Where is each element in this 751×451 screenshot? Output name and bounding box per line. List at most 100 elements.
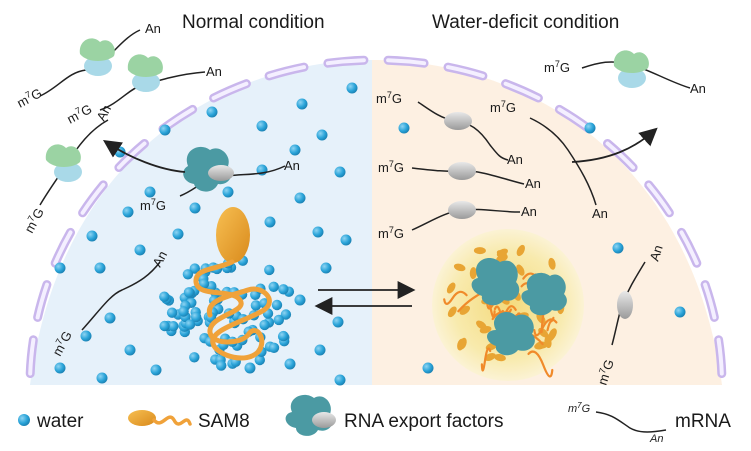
- legend-mrna: m7G An mRNA: [568, 401, 731, 445]
- mrna-retained-3: m7G An: [378, 201, 537, 241]
- sam8-molecule: [494, 353, 506, 362]
- mrna-retained-2: m7G An: [378, 159, 541, 191]
- water-droplet-icon: [190, 311, 202, 323]
- polyA-label: An: [690, 81, 706, 96]
- export-arrow-left: [103, 140, 186, 173]
- sam8-molecule: [457, 338, 465, 351]
- sam8-tail-strand: [480, 347, 492, 372]
- water-droplet-icon: [316, 129, 328, 141]
- normal-region: [30, 60, 372, 385]
- sam8-molecule: [447, 306, 457, 318]
- legend: water SAM8 RNA export factors m7G An mRN…: [18, 394, 731, 445]
- water-droplet-icon: [332, 316, 344, 328]
- water-droplet-icon: [159, 291, 170, 302]
- water-droplet-icon: [94, 262, 106, 274]
- sam8-molecule: [453, 263, 466, 272]
- export-factor-bean-icon: [617, 291, 633, 319]
- water-droplet-icon: [334, 166, 346, 178]
- legend-export-label: RNA export factors: [344, 411, 503, 432]
- sam8-molecule: [516, 244, 525, 257]
- mrna-retained-1: m7G An: [376, 90, 523, 167]
- rna-export-factor-icon: [183, 146, 234, 192]
- water-droplet-icon: [222, 186, 234, 198]
- water-droplet-icon: [314, 344, 326, 356]
- water-droplet-icon: [172, 228, 184, 240]
- water-droplet-icon: [168, 321, 179, 332]
- water-droplet-icon: [346, 82, 358, 94]
- cap-label: m7G: [376, 90, 402, 106]
- sam8-molecule: [496, 248, 508, 258]
- mrna-exporting-normal: m7G An: [140, 146, 300, 213]
- cap-label: m7G: [490, 99, 516, 115]
- water-droplet-icon: [340, 234, 352, 246]
- water-droplet-icon: [159, 320, 170, 332]
- rna-export-factor-icon: [285, 394, 336, 436]
- water-droplet-icon: [294, 192, 306, 204]
- water-deficit-condition-title: Water-deficit condition: [432, 12, 619, 33]
- cap-label: m7G: [21, 205, 47, 235]
- water-droplet-icon: [280, 309, 292, 320]
- sam8-molecule: [548, 257, 556, 270]
- legend-sam8: SAM8: [128, 410, 250, 432]
- water-droplet-icon: [104, 312, 116, 324]
- sam8-tail-strand: [443, 290, 468, 305]
- water-droplet-icon: [86, 230, 98, 242]
- rna-export-factor-icon: [487, 311, 535, 356]
- water-droplet-icon: [18, 414, 30, 426]
- water-droplet-icon: [278, 330, 289, 342]
- export-factor-bean-icon: [448, 162, 476, 180]
- mrna-cytoplasm-left-2: m7G An: [64, 54, 222, 127]
- sam8-molecule: [446, 282, 456, 294]
- legend-cap-label: m7G: [568, 401, 591, 415]
- polyA-label: An: [149, 248, 170, 269]
- water-droplet-icon: [612, 242, 624, 254]
- sam8-condensate: [432, 229, 584, 381]
- sam8-molecule: [484, 353, 496, 361]
- sam8-normal: [193, 207, 272, 361]
- water-droplet-icon: [96, 372, 108, 384]
- water-droplet-icon: [216, 360, 227, 371]
- sam8-molecule: [535, 341, 548, 349]
- sam8-molecule: [473, 247, 486, 255]
- polyA-label: An: [507, 152, 523, 167]
- water-droplet-icon: [189, 263, 200, 274]
- water-droplet-icon: [189, 202, 201, 214]
- water-droplet-icon: [183, 287, 195, 298]
- water-droplet-icon: [273, 314, 284, 326]
- water-droplet-icon: [284, 358, 296, 370]
- sam8-head: [216, 207, 250, 263]
- sam8-disordered-tail: [193, 259, 272, 361]
- legend-mrna-label: mRNA: [675, 411, 731, 432]
- water-droplet-icon: [271, 299, 283, 311]
- rna-export-factor-icon: [521, 272, 567, 316]
- rna-export-factor-icon: [471, 257, 520, 306]
- nuclear-envelope: [25, 55, 727, 379]
- water-droplet-icon: [80, 330, 92, 342]
- sam8-tail-strand: [533, 318, 558, 337]
- mrna-retained-5: m7G An: [595, 243, 666, 387]
- water-droplet-icon: [159, 124, 171, 136]
- legend-water: water: [18, 411, 84, 432]
- cap-label: m7G: [64, 100, 94, 126]
- water-droplet-icon: [54, 262, 66, 274]
- polyA-label: An: [647, 243, 666, 263]
- polyA-label: An: [525, 176, 541, 191]
- ribosome-icon: [127, 54, 163, 92]
- mrna-cytoplasm-left-1: m7G An: [14, 21, 161, 111]
- export-arrow-right: [571, 127, 658, 163]
- polyA-label: An: [93, 102, 114, 123]
- export-factor-bean-icon: [444, 112, 472, 130]
- water-droplet-icon: [144, 186, 156, 198]
- equilibrium-arrows: [314, 281, 416, 315]
- cap-label: m7G: [544, 59, 570, 75]
- sam8-molecule: [479, 325, 492, 334]
- water-droplet-icon: [189, 352, 200, 363]
- legend-sam8-label: SAM8: [198, 411, 250, 432]
- water-droplet-icon: [278, 284, 289, 295]
- water-droplet-icon: [124, 344, 136, 356]
- water-droplet-icon: [54, 362, 66, 374]
- water-droplet-icon: [320, 262, 332, 274]
- polyA-label: An: [145, 21, 161, 36]
- sam8-tail-strand: [527, 350, 554, 378]
